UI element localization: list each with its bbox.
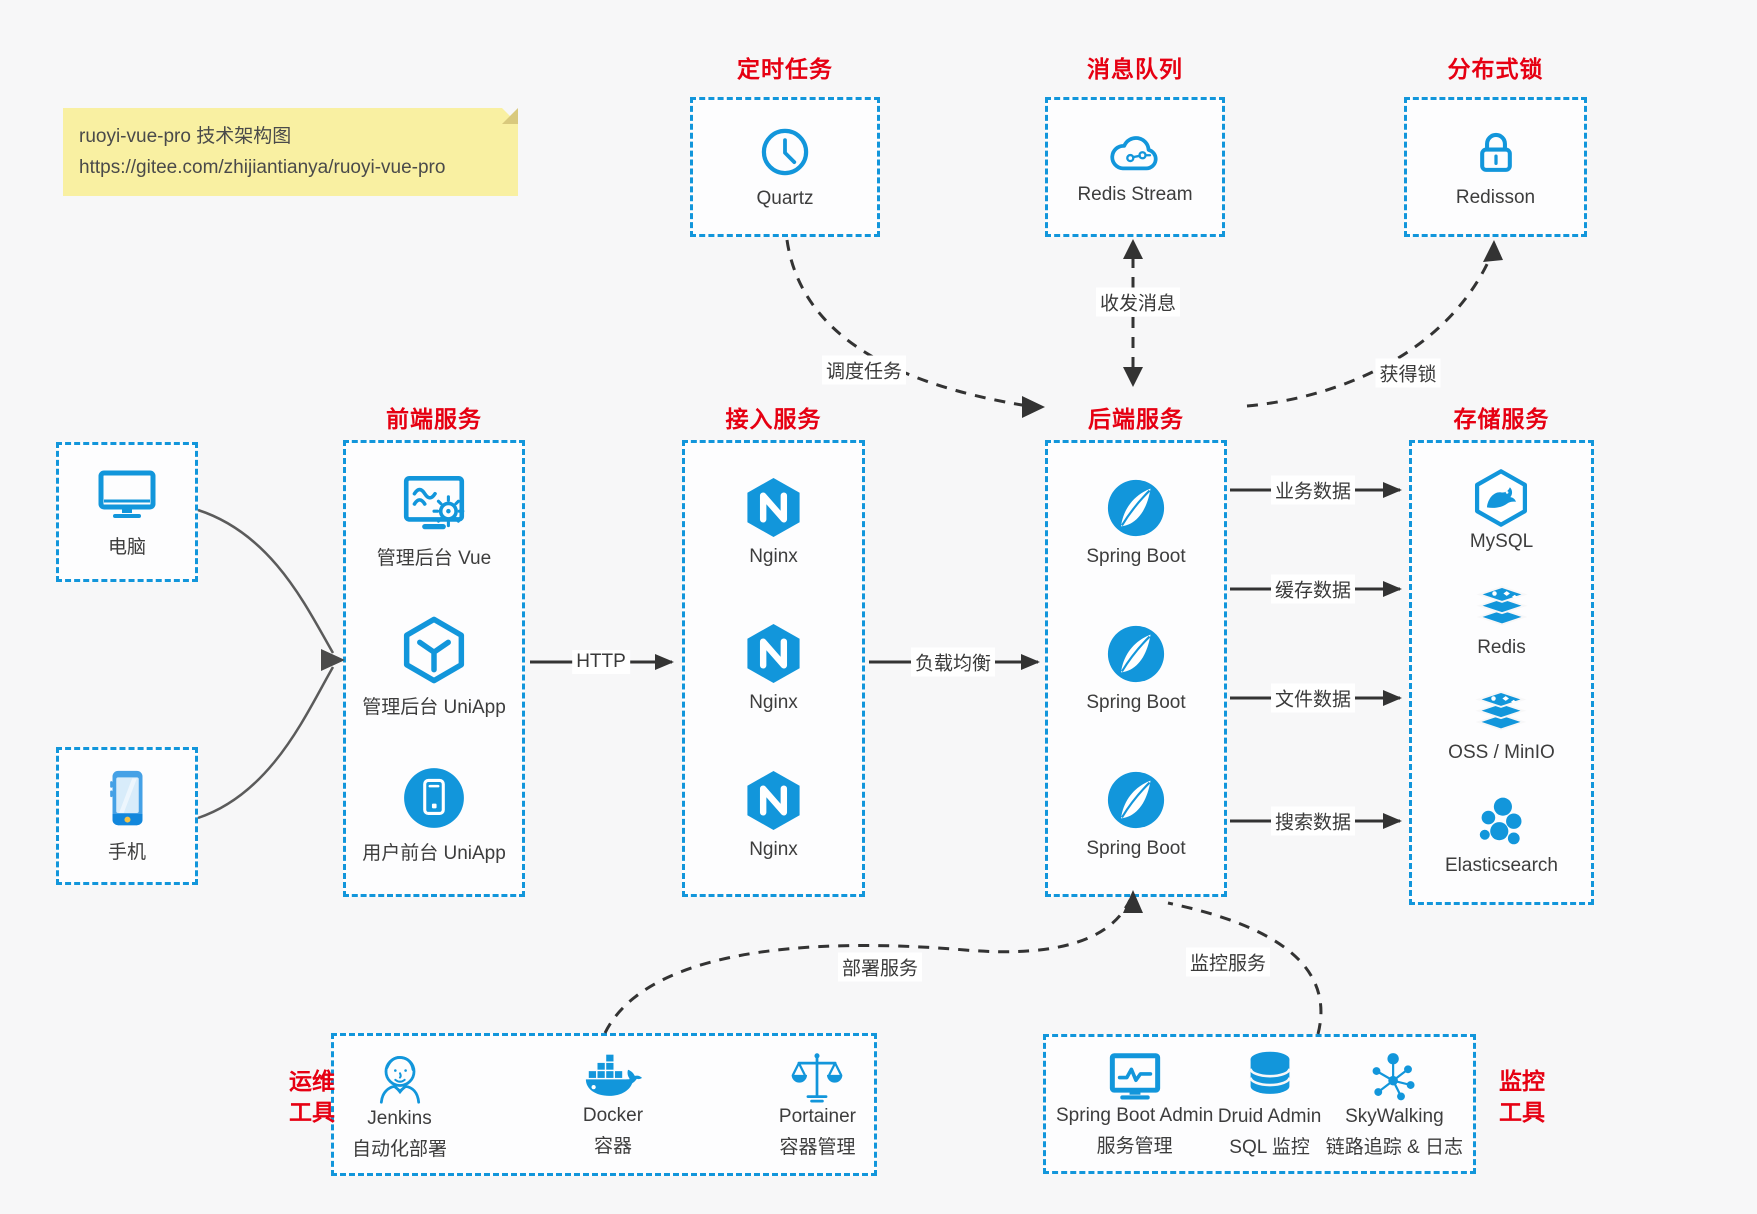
gateway-node-nginx-1: Nginx xyxy=(742,476,805,568)
edge-label-search-data: 搜索数据 xyxy=(1270,806,1356,836)
user-app-icon xyxy=(401,765,467,831)
queue-box: Redis Stream xyxy=(1045,97,1225,237)
admin-vue-icon xyxy=(398,472,470,536)
edge-label-monitor: 监控服务 xyxy=(1185,947,1271,977)
section-title-storage: 存储服务 xyxy=(1453,406,1550,432)
frontend-box: 管理后台 Vue 管理后台 UniApp 用户前台 UniApp xyxy=(343,440,525,897)
spring-boot-icon xyxy=(1105,477,1167,539)
section-title-scheduler: 定时任务 xyxy=(737,56,833,82)
storage-node-mysql: MySQL xyxy=(1470,468,1533,553)
section-title-ops: 运维 工具 xyxy=(289,1068,335,1125)
section-title-backend: 后端服务 xyxy=(1088,406,1184,432)
uniapp-hexagon-icon xyxy=(399,615,469,685)
storage-node-oss-minio: OSS / MinIO xyxy=(1448,688,1555,764)
ops-node-docker: Docker 容器 xyxy=(582,1052,644,1158)
node-label-mobile: 手机 xyxy=(107,842,146,863)
ops-node-jenkins: Jenkins 自动化部署 xyxy=(352,1048,447,1161)
ops-tools-box: Jenkins 自动化部署 Docker 容器 Portainer 容器管理 xyxy=(331,1033,877,1176)
section-title-lock: 分布式锁 xyxy=(1447,56,1544,82)
node-label-redisson: Redisson xyxy=(1455,186,1536,208)
node-label-pc: 电脑 xyxy=(107,537,146,558)
portainer-scales-icon xyxy=(788,1051,846,1106)
gateway-node-nginx-2: Nginx xyxy=(742,622,805,714)
jenkins-icon xyxy=(372,1048,428,1108)
note-title: ruoyi-vue-pro 技术架构图 xyxy=(79,126,292,147)
section-title-queue: 消息队列 xyxy=(1087,56,1183,82)
mysql-icon xyxy=(1471,468,1531,528)
edge-mobile-to-frontend xyxy=(197,666,335,820)
node-label-quartz: Quartz xyxy=(756,187,814,209)
edge-acquire-lock xyxy=(1246,257,1492,408)
edge-label-messages: 收发消息 xyxy=(1095,287,1181,317)
edge-label-acquire-lock: 获得锁 xyxy=(1375,358,1441,388)
node-label-redis-stream: Redis Stream xyxy=(1077,184,1193,205)
gateway-box: Nginx Nginx Nginx xyxy=(682,440,865,897)
storage-node-redis: Redis xyxy=(1472,583,1532,659)
clock-icon xyxy=(758,125,812,179)
spring-boot-icon xyxy=(1105,769,1167,831)
nginx-icon xyxy=(742,622,805,685)
edge-label-file-data: 文件数据 xyxy=(1270,683,1356,713)
skywalking-icon xyxy=(1366,1050,1422,1106)
docker-whale-icon xyxy=(582,1052,644,1099)
scheduler-box: Quartz xyxy=(690,97,880,237)
backend-node-spring-3: Spring Boot xyxy=(1086,769,1186,860)
section-title-gateway: 接入服务 xyxy=(725,406,822,432)
gateway-node-nginx-3: Nginx xyxy=(742,769,805,861)
edge-label-http: HTTP xyxy=(572,650,630,674)
storage-box: MySQL Redis OSS / MinIO Elasticsearch xyxy=(1409,440,1594,905)
section-title-frontend: 前端服务 xyxy=(386,406,482,432)
redis-stream-cloud-icon xyxy=(1105,128,1165,175)
arrowhead-clients xyxy=(321,649,345,671)
oss-minio-stack-icon xyxy=(1471,688,1531,739)
monitoring-node-druid: Druid Admin SQL 监控 xyxy=(1218,1049,1321,1159)
storage-node-elasticsearch: Elasticsearch xyxy=(1445,794,1558,877)
monitoring-node-skywalking: SkyWalking 链路追踪 & 日志 xyxy=(1326,1050,1463,1159)
backend-box: Spring Boot Spring Boot Spring Boot xyxy=(1045,440,1227,897)
edge-label-business-data: 业务数据 xyxy=(1270,475,1356,505)
sticky-note: ruoyi-vue-pro 技术架构图 https://gitee.com/zh… xyxy=(63,108,518,196)
elasticsearch-icon xyxy=(1473,794,1531,852)
edge-label-deploy: 部署服务 xyxy=(837,952,923,982)
druid-database-icon xyxy=(1243,1049,1297,1100)
frontend-node-user-uniapp: 用户前台 UniApp xyxy=(362,765,506,865)
nginx-icon xyxy=(742,476,805,539)
arrowhead-messages-down xyxy=(1123,367,1143,387)
backend-node-spring-2: Spring Boot xyxy=(1086,623,1186,714)
arrowhead-messages-up xyxy=(1123,239,1143,259)
monitoring-tools-box: Spring Boot Admin 服务管理 Druid Admin SQL 监… xyxy=(1043,1034,1476,1174)
lock-box: Redisson xyxy=(1404,97,1587,237)
arrowhead-schedule xyxy=(1022,396,1045,418)
spring-boot-icon xyxy=(1105,623,1167,685)
edge-pc-to-frontend xyxy=(197,508,335,654)
monitoring-node-sba: Spring Boot Admin 服务管理 xyxy=(1056,1050,1213,1158)
arrowhead-lock xyxy=(1483,240,1503,262)
section-title-monitoring: 监控 工具 xyxy=(1499,1068,1545,1125)
backend-node-spring-1: Spring Boot xyxy=(1086,477,1186,568)
spring-boot-admin-icon xyxy=(1106,1050,1164,1105)
ops-node-portainer: Portainer 容器管理 xyxy=(779,1051,856,1159)
desktop-icon xyxy=(95,465,159,523)
mobile-client-box: 手机 xyxy=(56,747,198,885)
edge-label-schedule: 调度任务 xyxy=(821,355,907,385)
pc-client-box: 电脑 xyxy=(56,442,198,582)
frontend-node-admin-vue: 管理后台 Vue xyxy=(377,472,491,570)
smartphone-icon xyxy=(105,768,150,828)
nginx-icon xyxy=(742,769,805,832)
redis-stack-icon xyxy=(1472,583,1532,634)
edge-label-cache-data: 缓存数据 xyxy=(1270,574,1356,604)
edge-label-load-balance: 负载均衡 xyxy=(910,647,996,677)
note-url: https://gitee.com/zhijiantianya/ruoyi-vu… xyxy=(79,157,446,178)
lock-icon xyxy=(1470,126,1522,178)
frontend-node-admin-uniapp: 管理后台 UniApp xyxy=(362,615,506,719)
